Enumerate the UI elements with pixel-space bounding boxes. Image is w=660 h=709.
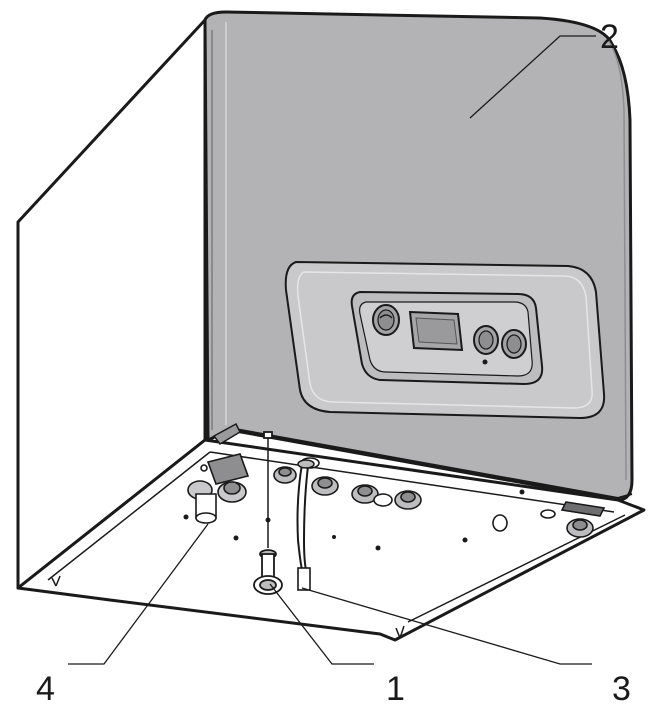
- left-knob[interactable]: [372, 304, 400, 336]
- boiler-front-panel: [203, 10, 634, 502]
- middle-knob[interactable]: [473, 325, 499, 355]
- gas-fitting: [187, 453, 250, 524]
- callout-leaders: [68, 35, 596, 665]
- callout-3: 3: [612, 670, 631, 708]
- connection-fittings: [273, 457, 606, 538]
- callout-4: 4: [36, 670, 55, 708]
- indicator-led: [482, 359, 488, 365]
- screw-holes: [183, 489, 525, 551]
- part-3-sensor-cable: [296, 459, 315, 591]
- right-knob[interactable]: [501, 329, 527, 359]
- boiler-bottom-panel: [16, 438, 646, 642]
- callout-2: 2: [600, 18, 619, 56]
- callout-1: 1: [386, 670, 405, 708]
